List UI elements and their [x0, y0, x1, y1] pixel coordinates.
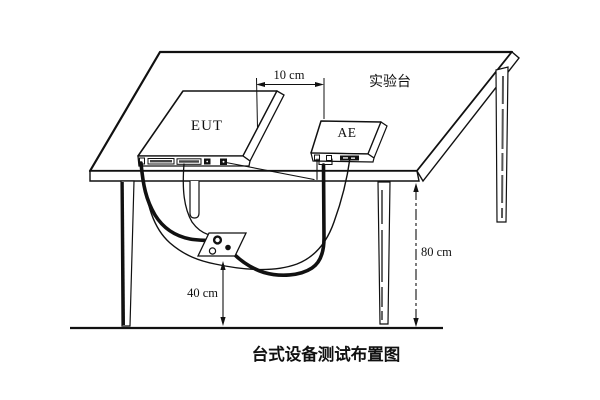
- dimension-table-height: 80 cm: [413, 183, 452, 327]
- experiment-table: [88, 50, 520, 327]
- tabletop-right-edge: [416, 50, 520, 183]
- table-leg-front-right: [377, 181, 391, 325]
- table-leg-rear-right: [495, 66, 509, 223]
- ae-device: AE: [310, 120, 388, 163]
- plate-dark-connector: [225, 244, 231, 251]
- table-leg-rear-left: [189, 181, 200, 219]
- tabletop-front-edge: [89, 170, 420, 182]
- eut-ae-table-cable: [225, 161, 315, 181]
- gap-dimension-label: 10 cm: [274, 68, 305, 82]
- plate-ae-cable: [227, 163, 326, 277]
- cable-height-label: 40 cm: [187, 286, 218, 300]
- cables: [139, 157, 351, 277]
- eut-plate-cable: [139, 161, 217, 243]
- coupling-plate: [196, 232, 248, 257]
- ae-label: AE: [338, 125, 357, 140]
- dimension-eut-ae-gap: 10 cm: [256, 68, 325, 129]
- coupling-device: [196, 232, 248, 257]
- ae-cable-bracket: [318, 158, 333, 166]
- dimension-cable-height: 40 cm: [187, 261, 226, 326]
- eut-connector-ports: [139, 157, 227, 165]
- bench-label: 实验台: [369, 74, 411, 90]
- eut-device: EUT: [137, 90, 285, 167]
- eut-label: EUT: [191, 118, 223, 134]
- plate-ring-connector: [212, 235, 223, 245]
- table-leg-front-left: [120, 180, 135, 327]
- figure-caption: 台式设备测试布置图: [252, 344, 401, 364]
- eut-plate-thin-cable: [182, 163, 209, 236]
- plate-open-connector: [208, 247, 217, 255]
- table-height-label: 80 cm: [421, 245, 452, 259]
